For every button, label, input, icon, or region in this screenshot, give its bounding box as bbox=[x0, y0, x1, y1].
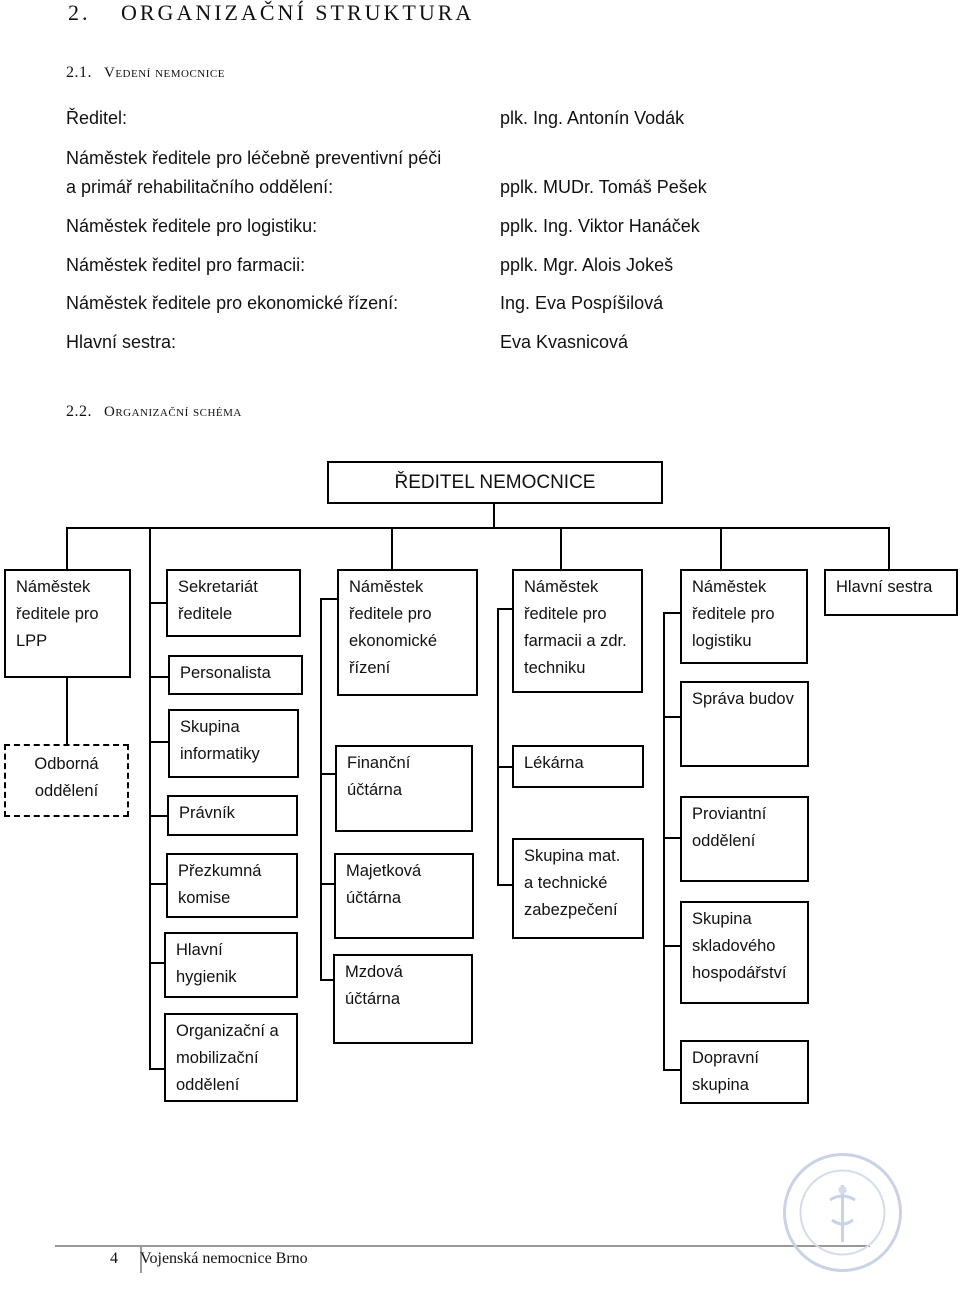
footer-divider bbox=[140, 1247, 142, 1273]
role-pharmacy: Náměstek ředitel pro farmacii: bbox=[66, 255, 306, 275]
role-logistics: Náměstek ředitele pro logistiku: bbox=[66, 216, 318, 236]
connector-ekonom-spine bbox=[320, 598, 322, 980]
name-economics: Ing. Eva Pospíšilová bbox=[500, 293, 664, 313]
org-box-matericke: Skupina mat. a technické zabezpečení bbox=[512, 838, 644, 939]
tick-farmacie bbox=[497, 608, 513, 610]
role-head-nurse: Hlavní sestra: bbox=[66, 332, 177, 352]
hospital-seal-logo bbox=[783, 1153, 902, 1272]
org-box-prezkumna: Přezkumná komise bbox=[166, 853, 298, 918]
connector-staff-spine bbox=[149, 527, 151, 1070]
section-heading-vedeni: 2.1. Vedení nemocnice bbox=[66, 64, 225, 82]
org-box-director: ŘEDITEL NEMOCNICE bbox=[327, 461, 663, 504]
org-box-dopravni: Dopravní skupina bbox=[680, 1040, 809, 1104]
role-director: Ředitel: bbox=[66, 108, 128, 128]
section-title: Organizační schéma bbox=[104, 404, 242, 420]
page-number: 4 bbox=[110, 1250, 118, 1267]
connector-sestra bbox=[888, 527, 890, 570]
tick-ekonom bbox=[320, 598, 338, 600]
org-box-ekonom: Náměstek ředitele pro ekonomické řízení bbox=[337, 569, 478, 696]
connector-lpp bbox=[66, 527, 68, 570]
name-head-nurse: Eva Kvasnicová bbox=[500, 332, 629, 352]
connector-logistika-spine bbox=[663, 612, 665, 1070]
section-number: 2.2. bbox=[66, 403, 92, 420]
tick-informatiky bbox=[149, 741, 169, 743]
org-box-lekarna: Lékárna bbox=[512, 745, 644, 788]
chapter-title: ORGANIZAČNÍ STRUKTURA bbox=[121, 0, 475, 25]
tick-hygienik bbox=[149, 962, 165, 964]
footer-text: Vojenská nemocnice Brno bbox=[140, 1250, 308, 1267]
tick-matericke bbox=[497, 884, 513, 886]
tick-lekarna bbox=[497, 766, 513, 768]
connector-farmacie bbox=[560, 527, 562, 570]
tick-sekretariat bbox=[149, 602, 167, 604]
org-box-logistika: Náměstek ředitele pro logistiku bbox=[680, 569, 808, 664]
org-box-informatiky: Skupina informatiky bbox=[168, 709, 299, 778]
tick-dopravni bbox=[663, 1069, 681, 1071]
org-box-sestra: Hlavní sestra bbox=[824, 569, 958, 616]
org-box-sprava: Správa budov bbox=[680, 681, 809, 767]
org-box-farmacie: Náměstek ředitele pro farmacii a zdr. te… bbox=[512, 569, 643, 693]
connector-logistika bbox=[720, 527, 722, 570]
footer: 4 Vojenská nemocnice Brno bbox=[110, 1250, 308, 1268]
org-box-financni: Finanční účtárna bbox=[335, 745, 473, 832]
org-box-majetkova: Majetková účtárna bbox=[334, 853, 474, 939]
tick-proviantni bbox=[663, 837, 681, 839]
org-box-proviantni: Proviantní oddělení bbox=[680, 796, 809, 882]
connector-top-bar bbox=[66, 527, 890, 529]
tick-pravnik bbox=[149, 815, 168, 817]
tick-prezkumna bbox=[149, 883, 167, 885]
name-pharmacy: pplk. Mgr. Alois Jokeš bbox=[500, 255, 674, 275]
tick-mzdova bbox=[320, 979, 334, 981]
chapter-number: 2. bbox=[68, 0, 91, 25]
name-logistics: pplk. Ing. Viktor Hanáček bbox=[500, 216, 700, 236]
org-box-pravnik: Právník bbox=[167, 795, 298, 836]
role-lpp-line1: Náměstek ředitele pro léčebně preventivn… bbox=[66, 148, 442, 168]
tick-personalista bbox=[149, 676, 169, 678]
org-box-personalista: Personalista bbox=[168, 655, 303, 695]
name-director: plk. Ing. Antonín Vodák bbox=[500, 108, 685, 128]
name-lpp: pplk. MUDr. Tomáš Pešek bbox=[500, 177, 707, 197]
section-title: Vedení nemocnice bbox=[104, 65, 225, 81]
tick-skladove bbox=[663, 945, 681, 947]
tick-sprava bbox=[663, 716, 681, 718]
tick-mobilizacni bbox=[149, 1068, 165, 1070]
org-box-hygienik: Hlavní hygienik bbox=[164, 932, 298, 998]
org-box-mzdova: Mzdová účtárna bbox=[333, 954, 473, 1044]
connector-root-down bbox=[493, 502, 495, 528]
connector-farmacie-spine bbox=[497, 608, 499, 886]
chapter-heading: 2. ORGANIZAČNÍ STRUKTURA bbox=[68, 0, 474, 26]
tick-logistika bbox=[663, 612, 681, 614]
connector-ekonom bbox=[391, 527, 393, 570]
section-heading-schema: 2.2. Organizační schéma bbox=[66, 403, 242, 421]
tick-financni bbox=[320, 773, 336, 775]
org-box-skladove: Skupina skladového hospodářství bbox=[680, 901, 809, 1004]
connector-odborna bbox=[66, 677, 68, 745]
role-economics: Náměstek ředitele pro ekonomické řízení: bbox=[66, 293, 399, 313]
org-box-odborna: Odborná oddělení bbox=[4, 744, 129, 817]
role-lpp: a primář rehabilitačního oddělení: bbox=[66, 177, 334, 197]
tick-majetkova bbox=[320, 883, 336, 885]
org-box-mobilizacni: Organizační a mobilizační oddělení bbox=[164, 1013, 298, 1102]
org-box-sekretariat: Sekretariát ředitele bbox=[166, 569, 301, 637]
section-number: 2.1. bbox=[66, 64, 92, 81]
org-box-lpp: Náměstek ředitele pro LPP bbox=[4, 569, 131, 678]
footer-rule bbox=[55, 1245, 870, 1247]
